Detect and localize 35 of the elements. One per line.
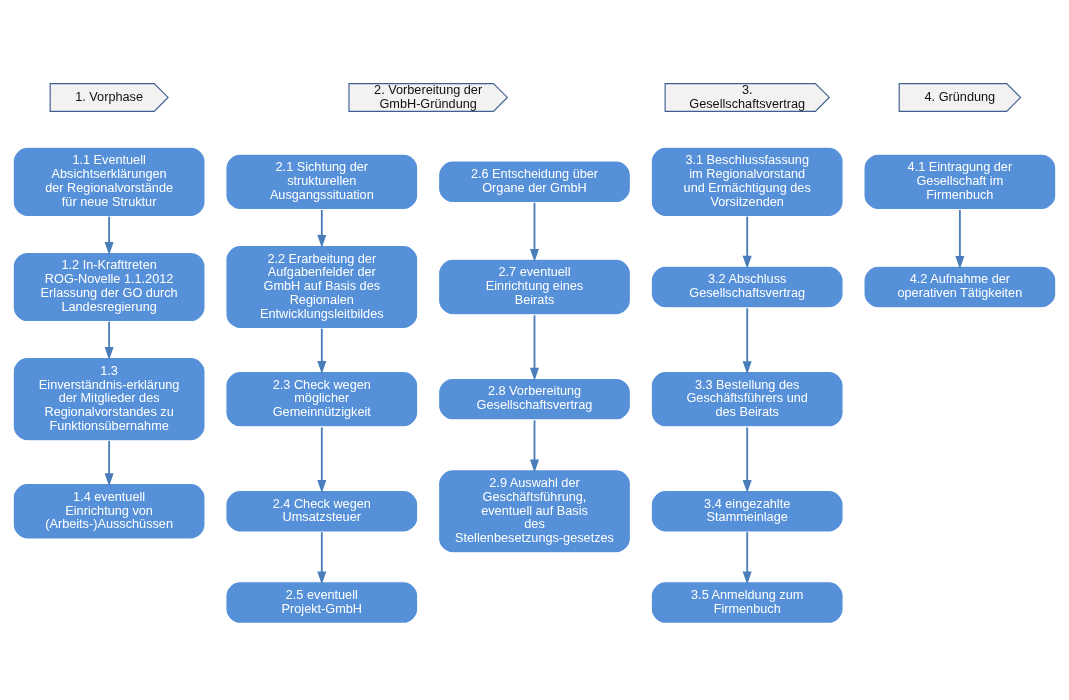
- node-box: 2.4 Check wegen Umsatzsteuer: [225, 489, 419, 533]
- node-box: 3.3 Bestellung des Geschäftsführers und des Beirats: [650, 370, 844, 428]
- node-box: 1.1 Eventuell Absichtserklärungen der Regionalvorstände für neue Struktur: [12, 146, 206, 218]
- arrow: [317, 209, 327, 248]
- node-box: 3.1 Beschlussfassung im Regionalvorstand und Ermächtigung des Vorsitzenden: [650, 146, 844, 218]
- arrow: [742, 307, 752, 375]
- node-box: 2.3 Check wegen möglicher Gemeinnützigkeit: [225, 370, 419, 428]
- arrow: [742, 215, 752, 269]
- node-box: 1.2 In-Krafttreten ROG-Novelle 1.1.2012 Erlassung der GO durch Landesregierung: [12, 251, 206, 323]
- node-box: 3.5 Anmeldung zum Firmenbuch: [650, 581, 844, 624]
- arrow: [529, 201, 540, 262]
- node-box: 4.1 Eintragung der Gesellschaft im Firmenbuch: [863, 153, 1057, 211]
- node-box: 2.1 Sichtung der strukturellen Ausgangssituation: [225, 153, 419, 211]
- arrow: [104, 215, 114, 255]
- node-box: 2.5 eventuell Projekt-GmbH: [225, 581, 419, 624]
- node-box: 3.4 eingezahlte Stammeinlage: [650, 489, 844, 533]
- node-box: 1.3 Einverständnis-erklärung der Mitglieder des Regionalvorstandes zu Funktionsübernahme: [12, 356, 206, 442]
- arrow: [104, 439, 114, 487]
- node-box: 2.6 Entscheidung über Organe der GmbH: [438, 160, 632, 204]
- arrow: [104, 320, 114, 361]
- arrow: [317, 327, 327, 374]
- arrow: [529, 419, 540, 473]
- node-box: 2.7 eventuell Einrichtung eines Beirats: [438, 258, 632, 316]
- arrow: [317, 426, 327, 493]
- arrow: [742, 531, 752, 585]
- node-box: 2.8 Vorbereitung Gesellschaftsvertrag: [438, 377, 632, 421]
- arrow: [529, 314, 540, 381]
- arrow: [955, 209, 965, 269]
- node-box: 4.2 Aufnahme der operativen Tätigkeiten: [863, 265, 1057, 309]
- arrow: [317, 531, 327, 585]
- node-box: 2.2 Erarbeitung der Aufgabenfelder der GmbH auf Basis des Regionalen Entwicklungsleitbildes: [225, 244, 419, 330]
- node-box: 3.2 Abschluss Gesellschaftsvertrag: [650, 265, 844, 309]
- node-box: 2.9 Auswahl der Geschäftsführung, eventuell auf Basis des Stellenbesetzungs-gesetzes: [438, 469, 632, 554]
- arrow: [742, 426, 752, 493]
- node-box: 1.4 eventuell Einrichtung von (Arbeits-)Ausschüssen: [12, 482, 206, 540]
